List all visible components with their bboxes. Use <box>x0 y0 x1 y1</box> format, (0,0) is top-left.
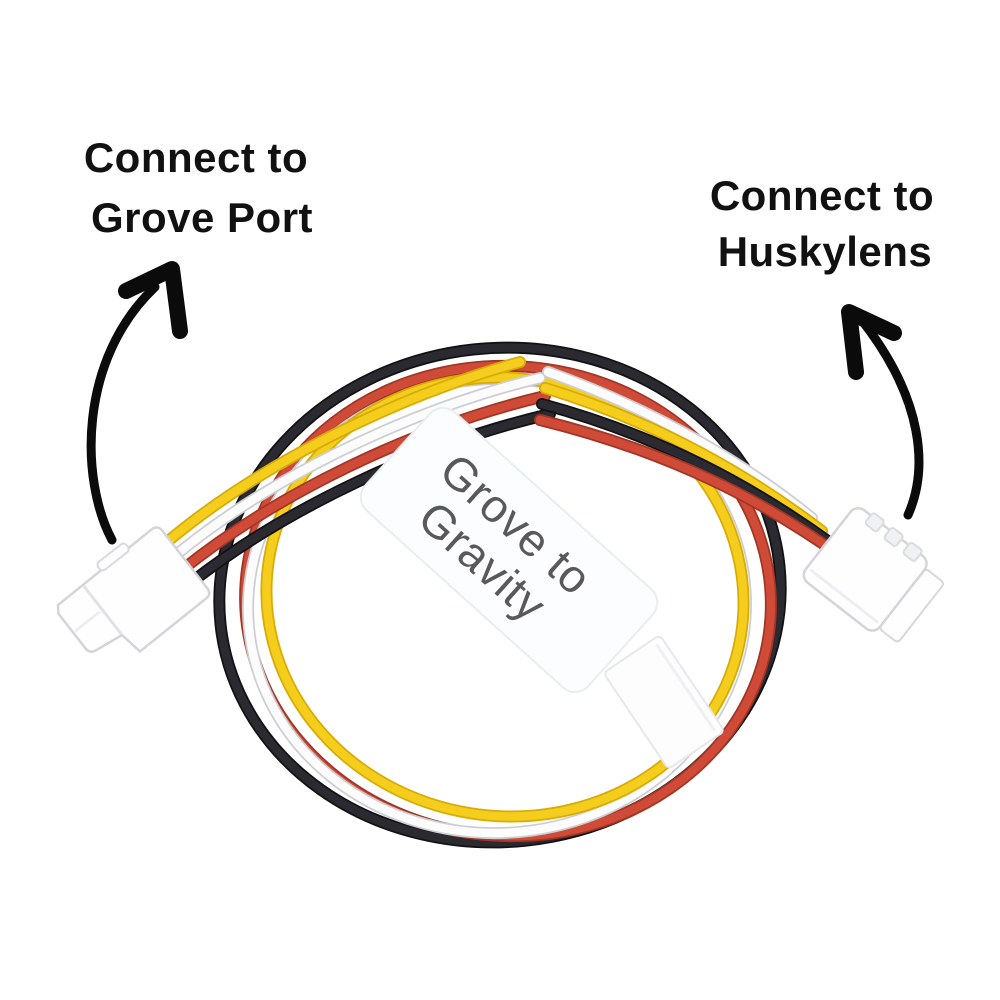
curved-arrow-right-head <box>841 304 902 380</box>
right-tail-red-core <box>535 415 847 562</box>
caption-left-line2: Grove Port <box>91 194 313 241</box>
cable-printed-label: Grove to Gravity <box>359 407 659 693</box>
curved-arrow-right-shaft <box>855 313 924 520</box>
right-tail-white-core <box>543 367 817 523</box>
left-tail-white-core <box>166 373 545 564</box>
left-tail-wires <box>154 356 556 587</box>
gravity-connector-groove-1 <box>864 512 885 533</box>
caption-right-line2: Huskylens <box>718 228 933 275</box>
curved-arrow-left-shaft <box>86 282 160 545</box>
grove-connector-seam <box>82 584 123 636</box>
curved-arrow-right-icon <box>841 304 924 520</box>
left-tail-yellow-core <box>155 357 525 553</box>
cable-label-background <box>359 407 659 693</box>
caption-right: Connect to Huskylens <box>710 172 934 275</box>
left-tail-red-core <box>177 391 550 575</box>
caption-left: Connect to Grove Port <box>84 134 313 241</box>
gravity-connector-groove-2 <box>883 527 904 547</box>
sleeve-band-rect <box>604 635 724 769</box>
caption-left-line1: Connect to <box>84 134 308 181</box>
grove-connector-body <box>56 526 211 653</box>
grove-connector-latch <box>96 542 130 572</box>
curved-arrow-left-icon <box>86 261 188 545</box>
sleeve-band-highlight <box>655 643 716 732</box>
gravity-connector-shade <box>809 568 880 624</box>
right-tail-wires <box>534 366 848 563</box>
gravity-connector-groove-3 <box>902 541 923 562</box>
cable-sleeve-band <box>604 635 724 769</box>
grove-connector <box>56 526 211 653</box>
caption-right-line1: Connect to <box>710 172 934 219</box>
right-tail-yellow-core <box>540 383 827 536</box>
grove-connector-shade <box>73 610 101 633</box>
left-tail-black-core <box>188 409 555 586</box>
curved-arrow-left-head <box>118 261 188 339</box>
gravity-connector <box>802 506 944 643</box>
